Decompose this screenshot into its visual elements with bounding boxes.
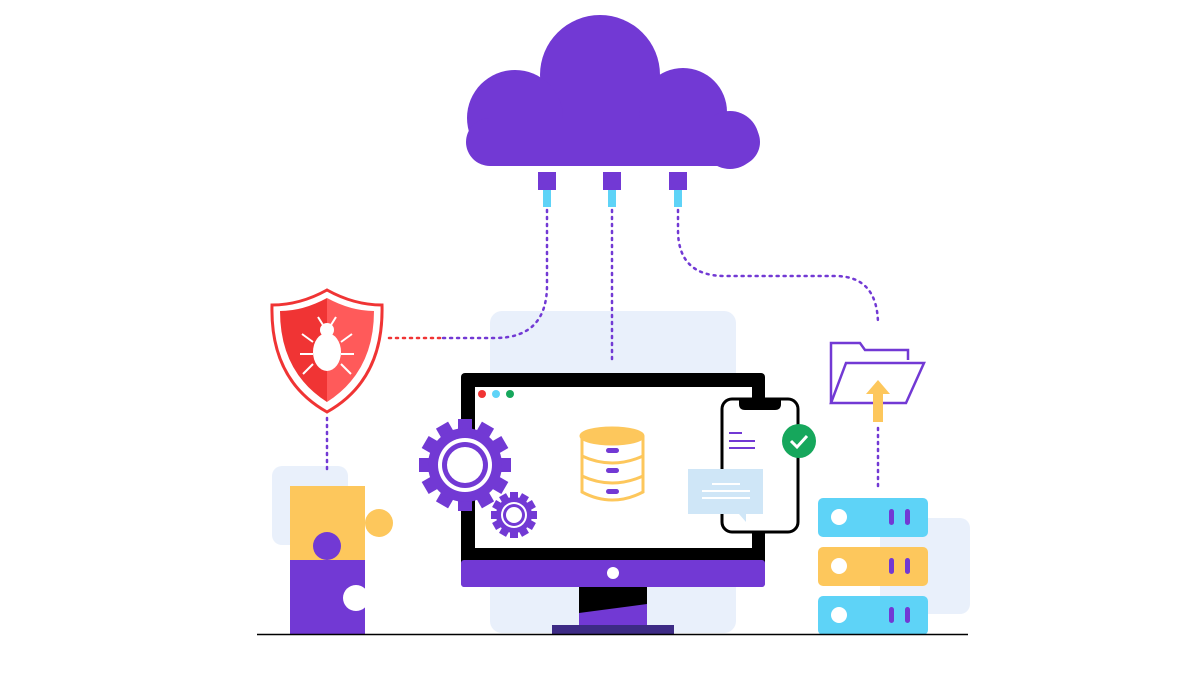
- connection-lines: [325, 208, 880, 492]
- power-button-icon: [607, 567, 619, 579]
- cloud-icon: [466, 15, 760, 169]
- check-icon: [782, 424, 816, 458]
- puzzle-icon: [290, 486, 393, 635]
- chat-bubble-icon: [688, 469, 763, 522]
- gear-icon: [419, 419, 511, 511]
- window-maximize-dot: [506, 390, 514, 398]
- window-minimize-dot: [492, 390, 500, 398]
- server-stack-icon: [818, 498, 928, 635]
- database-icon: [579, 426, 645, 502]
- folder-upload-icon: [829, 341, 926, 422]
- small-gear-icon: [491, 492, 537, 538]
- cloud-connectors: [538, 172, 687, 207]
- security-shield-bug-icon: [270, 288, 384, 414]
- window-close-dot: [478, 390, 486, 398]
